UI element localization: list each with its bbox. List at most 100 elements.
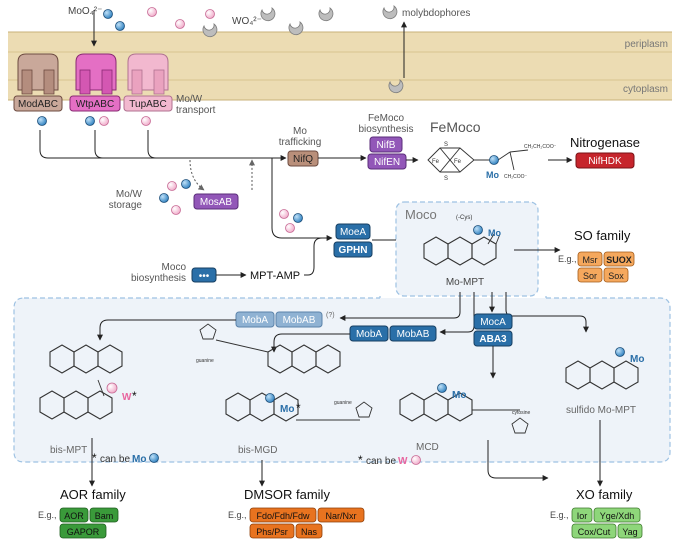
femoco-biosynthesis-label-2: biosynthesis: [358, 124, 413, 135]
so-member-sox: [603, 267, 629, 283]
tungstate-ion: [205, 9, 215, 19]
moca-tag: [473, 313, 513, 330]
nifb-label: NifB: [377, 140, 396, 151]
moco-title: Moco: [405, 207, 437, 222]
gphn-tag: [333, 241, 373, 258]
mo-atom: [265, 393, 275, 403]
w-atom: [106, 382, 118, 394]
modabc-tag: [13, 95, 63, 112]
bis-mgd-label: bis-MGD: [238, 445, 277, 456]
molybdate-ion: [159, 193, 169, 203]
footnote-w: W: [398, 456, 408, 467]
storage-label: Mo/W: [116, 189, 143, 200]
mo-mpt-label: Mo-MPT: [446, 277, 484, 288]
mo-atom: [615, 347, 625, 357]
molybdophore-icon: [318, 7, 334, 22]
molybdophore-icon: [202, 23, 218, 38]
ellipsis-icon: •••: [199, 271, 210, 282]
guanine-label: guanine: [196, 358, 214, 364]
dmsor-member-label: Nas: [301, 527, 318, 537]
bis-mpt-label: bis-MPT: [50, 445, 87, 456]
aor-member-aor: [59, 507, 89, 523]
footnote-star-mo: *: [92, 451, 97, 465]
so-member-sor: [577, 267, 603, 283]
dmsor-member-fdo: [249, 507, 317, 523]
moea-label: MoeA: [340, 227, 366, 238]
transporter-modabc: [17, 53, 59, 95]
sulfido-label: sulfido Mo-MPT: [566, 405, 636, 416]
bis-mgd-star: *: [296, 401, 301, 415]
footnote-star-w: *: [358, 453, 363, 467]
mobab-faded-tag: [275, 311, 323, 328]
bis-mpt-w-label: W: [122, 392, 132, 403]
xo-member-label: Yag: [622, 527, 637, 537]
tungstate-ion: [175, 19, 185, 29]
svg-text:CH₂CH₂COO⁻: CH₂CH₂COO⁻: [524, 144, 557, 150]
tupabc-label: TupABC: [129, 99, 166, 110]
guanine-label: guanine: [334, 400, 352, 406]
transport-note-2: transport: [176, 105, 216, 116]
mo-atom: [489, 155, 499, 165]
tungstate-ion: [279, 209, 289, 219]
svg-text:CH₂COO⁻: CH₂COO⁻: [504, 174, 528, 180]
tungstate-ion: [147, 7, 157, 17]
molybdate-ion: [149, 453, 159, 463]
mosab-label: MosAB: [200, 197, 233, 208]
so-eg: E.g.,: [558, 254, 577, 264]
tupabc-tag: [123, 95, 173, 112]
so-member-suox: [603, 251, 635, 267]
bis-mpt-structure: [39, 344, 123, 420]
bis-mgd-structure: guanine guanine: [196, 323, 373, 422]
aor-member-label: AOR: [64, 511, 84, 521]
footnote-can-be-mo: can be: [100, 454, 130, 465]
so-member-label: Sox: [608, 271, 624, 281]
dmsor-member-label: Fdo/Fdh/Fdw: [256, 511, 310, 521]
tungstate-ion: [141, 116, 151, 126]
cytosine-label: cytosine: [512, 410, 531, 416]
aor-eg: E.g.,: [38, 510, 57, 520]
aor-family-title: AOR family: [60, 487, 126, 502]
molybdate-ion: [293, 213, 303, 223]
femoco-mo-label: Mo: [486, 170, 499, 180]
membrane: [8, 31, 672, 101]
nifq-label: NifQ: [293, 154, 313, 165]
wtpabc-tag: [69, 95, 121, 112]
cys-label: (-Cys): [456, 215, 472, 221]
bis-mpt-star: *: [132, 389, 137, 403]
nifen-label: NifEN: [374, 157, 400, 168]
sulfido-mo-label: Mo: [630, 354, 644, 365]
xo-family-title: XO family: [576, 487, 633, 502]
dmsor-member-phs: [249, 523, 295, 539]
nifhdk-tag: [575, 152, 635, 169]
mobab-label: MobAB: [397, 329, 430, 340]
xo-member-label: Ior: [577, 511, 588, 521]
storage-label-2: storage: [109, 200, 143, 211]
svg-text:S: S: [444, 142, 448, 148]
mo-atom: [437, 383, 447, 393]
dmsor-family-title: DMSOR family: [244, 487, 330, 502]
molybdophores-label: molybdophores: [402, 8, 470, 19]
aor-member-gapor: [59, 523, 107, 539]
so-member-label: Msr: [583, 255, 598, 265]
trafficking-label-2: trafficking: [279, 137, 322, 148]
bis-mgd-mo-label: Mo: [280, 404, 294, 415]
tungstate-label: WO₄²⁻: [232, 16, 262, 27]
tungstate-ion: [167, 181, 177, 191]
so-member-label: Sor: [583, 271, 597, 281]
molybdate-ion: [115, 21, 125, 31]
svg-text:S: S: [444, 176, 448, 182]
aba3-label: ABA3: [479, 334, 507, 345]
mcd-structure: cytosine: [399, 392, 531, 434]
moco-biosynthesis-label-2: biosynthesis: [131, 273, 186, 284]
moco-biosynthesis-label: Moco: [162, 262, 187, 273]
xo-member-cox: [571, 523, 617, 539]
mo-atom: [473, 225, 483, 235]
molybdophore-icon: [382, 5, 398, 20]
xo-member-label: Cox/Cut: [578, 527, 611, 537]
molybdophore-icon: [260, 7, 276, 22]
molybdate-label: MoO₄²⁻: [68, 6, 102, 17]
modification-region: [13, 297, 671, 463]
tungstate-ion: [285, 223, 295, 233]
moco-mo-label: Mo: [488, 228, 501, 238]
